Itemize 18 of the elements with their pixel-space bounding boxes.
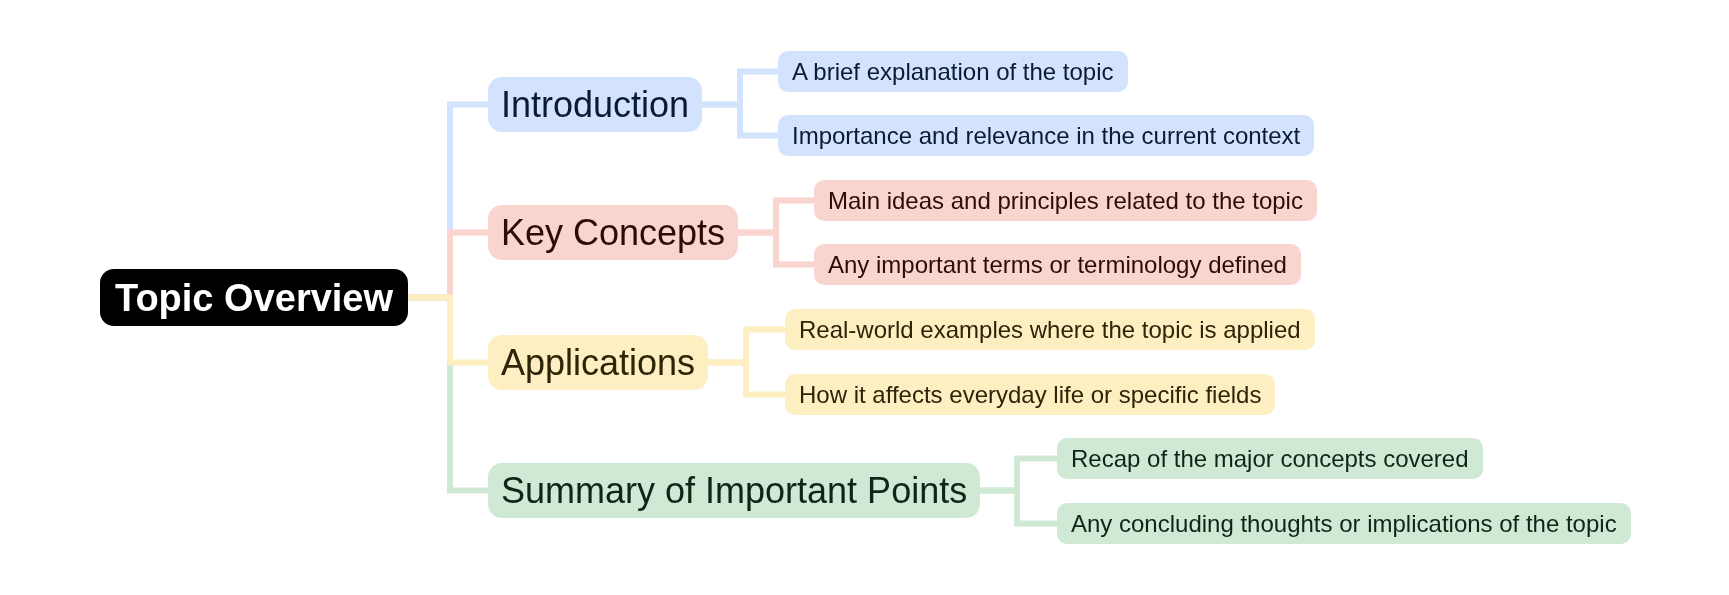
connector-line (708, 359, 785, 398)
subtopic-node: Main ideas and principles related to the topic (814, 180, 1317, 221)
connector-line (738, 229, 814, 268)
connector-line (408, 294, 488, 366)
subtopic-node: Recap of the major concepts covered (1057, 438, 1483, 479)
subtopic-node: Any concluding thoughts or implications of the topic (1057, 503, 1631, 544)
subtopic-node: How it affects everyday life or specific fields (785, 374, 1276, 415)
central-topic-node: Topic Overview (100, 269, 409, 326)
subtopic-node: A brief explanation of the topic (778, 51, 1128, 92)
branch-topic-node: Applications (488, 335, 709, 390)
connector-line (980, 487, 1057, 527)
branch-topic-node: Summary of Important Points (488, 463, 981, 518)
subtopic-node: Importance and relevance in the current context (778, 115, 1315, 156)
branch-topic-node: Introduction (488, 77, 703, 132)
subtopic-node: Any important terms or terminology defined (814, 244, 1301, 285)
branch-topic-node: Key Concepts (488, 205, 739, 260)
subtopic-node: Real-world examples where the topic is applied (785, 309, 1315, 350)
connector-line (702, 101, 778, 139)
